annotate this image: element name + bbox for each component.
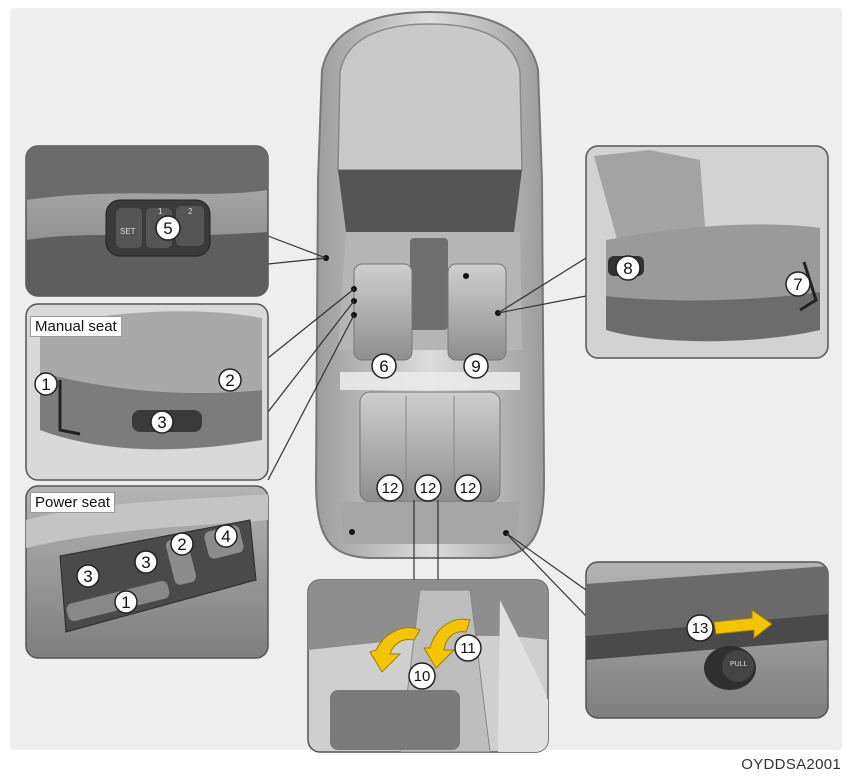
panel-seat-side-view (585, 145, 829, 359)
leader-lines (267, 235, 587, 617)
figure-code: OYDDSA2001 (741, 756, 841, 773)
svg-text:9: 9 (471, 357, 480, 376)
callout-3-power-b: 3 (134, 550, 158, 574)
callout-10: 10 (408, 662, 436, 690)
panel-memory-switch: SET 1 2 (25, 145, 269, 297)
callout-6: 6 (371, 353, 397, 379)
svg-text:12: 12 (420, 480, 437, 497)
callout-4-power: 4 (214, 524, 238, 548)
panel-power-seat (25, 485, 269, 659)
callout-3-manual: 3 (150, 410, 174, 434)
callout-13: 13 (686, 614, 714, 642)
callout-9: 9 (463, 353, 489, 379)
callout-2-power: 2 (170, 532, 194, 556)
panel-pull-handle: PULL (585, 561, 829, 719)
callouts: 5 1 2 3 3 3 2 4 (34, 215, 811, 690)
callout-1-manual: 1 (34, 372, 58, 396)
svg-text:13: 13 (692, 620, 709, 637)
callout-11: 11 (454, 634, 482, 662)
svg-text:4: 4 (221, 527, 230, 546)
manual-seat-label: Manual seat (30, 316, 122, 337)
svg-text:12: 12 (460, 480, 477, 497)
svg-text:1: 1 (121, 593, 130, 612)
svg-text:3: 3 (83, 567, 92, 586)
svg-text:11: 11 (460, 640, 476, 657)
svg-text:12: 12 (382, 480, 399, 497)
svg-text:3: 3 (141, 553, 150, 572)
callout-12-center: 12 (414, 474, 442, 502)
callout-5: 5 (155, 215, 181, 241)
memory-1-text: 1 (158, 207, 163, 216)
svg-text:7: 7 (793, 275, 802, 294)
svg-text:5: 5 (163, 219, 172, 238)
callout-8: 8 (615, 255, 641, 281)
fold-arrow-left (369, 627, 421, 673)
pull-arrow (713, 609, 773, 640)
svg-text:10: 10 (414, 668, 431, 685)
svg-text:2: 2 (177, 535, 186, 554)
set-switch-text: SET (120, 227, 136, 236)
fold-arrow-right (423, 618, 471, 669)
svg-text:3: 3 (157, 413, 166, 432)
power-seat-label: Power seat (30, 492, 116, 513)
callout-7: 7 (785, 271, 811, 297)
callout-12-right: 12 (454, 474, 482, 502)
callout-3-power-a: 3 (76, 564, 100, 588)
callout-2-manual: 2 (218, 368, 242, 392)
svg-text:8: 8 (623, 259, 632, 278)
pull-text: PULL (730, 661, 748, 668)
memory-2-text: 2 (188, 207, 193, 216)
svg-text:6: 6 (379, 357, 388, 376)
svg-text:1: 1 (41, 375, 50, 394)
svg-text:2: 2 (225, 371, 234, 390)
callout-12-left: 12 (376, 474, 404, 502)
car-top-view (314, 10, 546, 559)
callout-1-power: 1 (114, 590, 138, 614)
